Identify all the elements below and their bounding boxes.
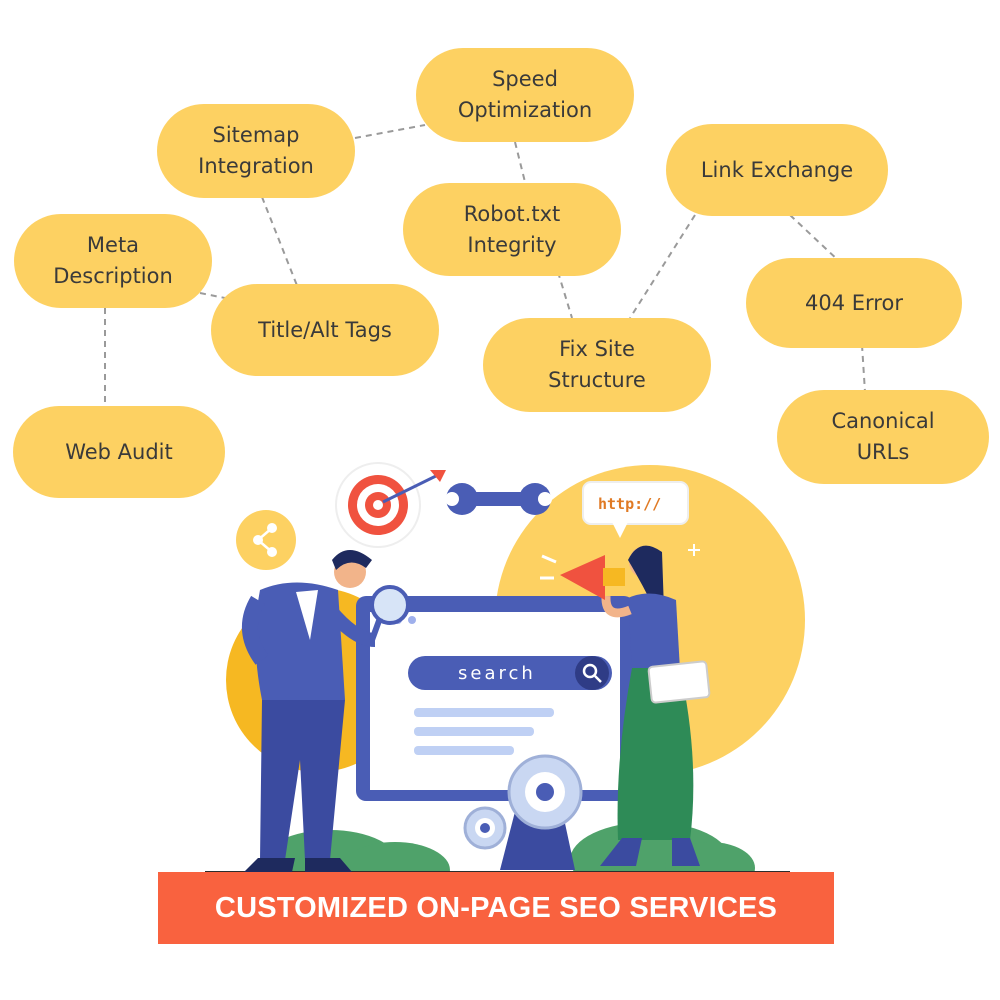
share-icon xyxy=(236,510,296,570)
connector-404-canonical xyxy=(861,344,866,393)
gear-icon-small xyxy=(463,806,507,850)
magnifier-button xyxy=(575,656,609,690)
node-label: Optimization xyxy=(457,98,593,122)
woman-figure xyxy=(600,545,711,866)
search-text: search xyxy=(458,663,536,684)
node-label: Web Audit xyxy=(65,439,173,464)
connector-robot-fixsite xyxy=(557,271,573,319)
http-text: http:// xyxy=(598,495,661,513)
man-figure xyxy=(241,550,410,872)
sparkle-icons xyxy=(410,544,700,577)
http-bubble: http:// xyxy=(582,481,689,538)
node-label: Link Exchange xyxy=(700,157,854,182)
node-label: Structure xyxy=(548,368,646,392)
connector-speed-robot xyxy=(514,141,528,191)
search-bar: search xyxy=(408,656,612,690)
node-label: Canonical xyxy=(831,409,935,433)
node-title-alt-tags: Title/Alt Tags xyxy=(211,284,439,376)
node-label: Integrity xyxy=(467,232,557,257)
connector-link-404 xyxy=(789,214,841,263)
gear-icon-large xyxy=(507,754,583,830)
node-label: Title/Alt Tags xyxy=(258,317,392,342)
node-label: Meta xyxy=(86,233,140,257)
wrench-icon xyxy=(445,483,552,515)
megaphone-icon xyxy=(540,554,625,600)
connector-meta-titlealt xyxy=(199,292,226,299)
node-label: 404 Error xyxy=(805,290,903,315)
node-web-audit: Web Audit xyxy=(13,406,225,498)
services-banner: CUSTOMIZED ON-PAGE SEO SERVICES xyxy=(158,872,834,944)
search-icon xyxy=(582,663,598,679)
node-label: Description xyxy=(53,264,173,288)
banner-title: CUSTOMIZED ON-PAGE SEO SERVICES xyxy=(214,891,778,924)
node-link-exchange: Link Exchange xyxy=(666,124,888,216)
connector-sitemap-titlealt xyxy=(261,196,299,289)
target-icon xyxy=(335,462,446,548)
node-label: Integration xyxy=(198,154,314,178)
node-label: Speed xyxy=(492,67,558,91)
node-label: URLs xyxy=(856,440,910,464)
connector-link-fixsite xyxy=(629,214,696,319)
node-label: Fix Site xyxy=(559,337,635,361)
node-404-error: 404 Error xyxy=(746,258,962,348)
node-label: Sitemap xyxy=(212,123,300,147)
node-label: Robot.txt xyxy=(463,201,561,226)
connector-sitemap-speed xyxy=(354,124,426,139)
content-lines xyxy=(414,708,554,755)
